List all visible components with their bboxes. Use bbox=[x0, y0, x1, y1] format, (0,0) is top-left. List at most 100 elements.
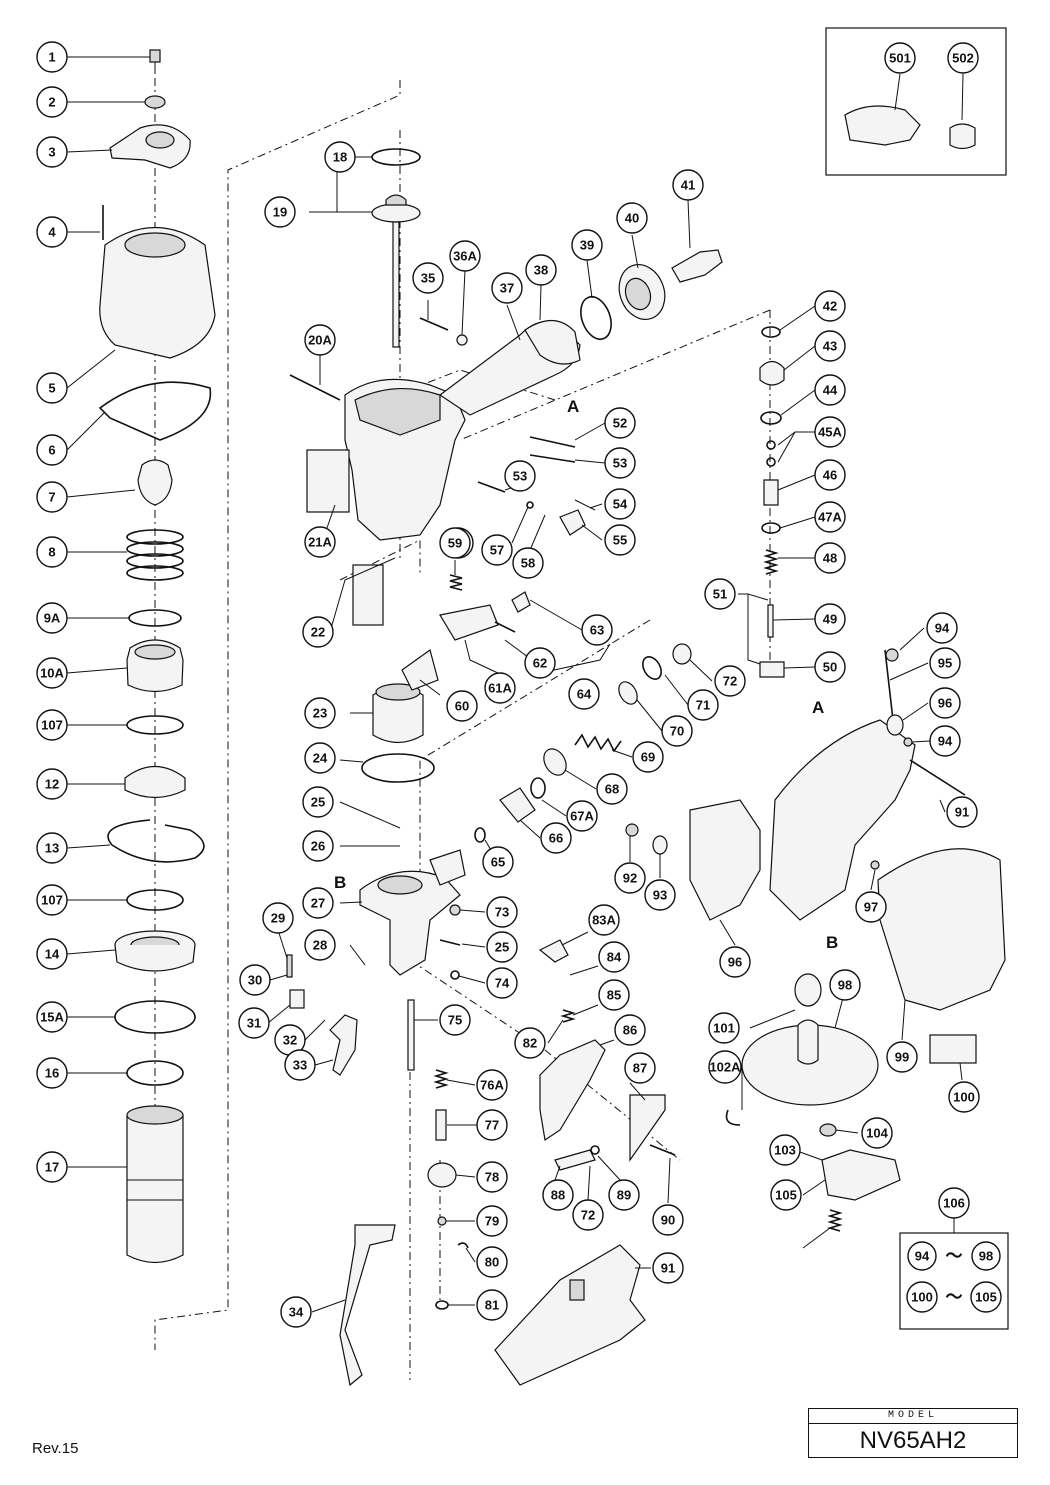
part-number-label: 8 bbox=[48, 545, 55, 560]
callout-part-55: 55 bbox=[604, 524, 636, 556]
callout-part-91: 91 bbox=[946, 796, 978, 828]
part-number-label: 76A bbox=[480, 1078, 504, 1093]
callout-part-25: 25 bbox=[486, 931, 518, 963]
callout-part-28: 28 bbox=[304, 929, 336, 961]
part-number-label: 62 bbox=[533, 656, 547, 671]
callout-part-46: 46 bbox=[814, 459, 846, 491]
callout-part-23: 23 bbox=[304, 697, 336, 729]
part-number-label: 102A bbox=[709, 1060, 741, 1075]
part-number-label: 30 bbox=[248, 973, 262, 988]
callout-part-68: 68 bbox=[596, 773, 628, 805]
part-number-label: 41 bbox=[681, 178, 695, 193]
part-number-label: 18 bbox=[333, 150, 347, 165]
callout-part-31: 31 bbox=[238, 1007, 270, 1039]
callout-part-94: 94 bbox=[926, 612, 958, 644]
part-number-label: 105 bbox=[775, 1188, 797, 1203]
part-number-label: 71 bbox=[696, 698, 710, 713]
model-box: MODEL NV65AH2 bbox=[808, 1408, 1018, 1458]
callout-part-93: 93 bbox=[644, 879, 676, 911]
part-number-label: 99 bbox=[895, 1050, 909, 1065]
callout-part-92: 92 bbox=[614, 862, 646, 894]
part-number-label: 79 bbox=[485, 1214, 499, 1229]
part-number-label: 17 bbox=[45, 1160, 59, 1175]
callout-set-from-2: 100 bbox=[906, 1281, 938, 1313]
callout-part-107: 107 bbox=[36, 884, 68, 916]
part-number-label: 9A bbox=[44, 611, 61, 626]
part-number-label: 93 bbox=[653, 888, 667, 903]
part-number-label: 45A bbox=[818, 425, 842, 440]
callout-part-91: 91 bbox=[652, 1252, 684, 1284]
callout-part-5: 5 bbox=[36, 372, 68, 404]
callout-part-53: 53 bbox=[604, 447, 636, 479]
callout-part-8: 8 bbox=[36, 536, 68, 568]
callout-part-67a: 67A bbox=[566, 800, 598, 832]
part-number-label: 37 bbox=[500, 281, 514, 296]
part-number-label: 1 bbox=[48, 50, 55, 65]
part-number-label: 54 bbox=[613, 497, 628, 512]
callout-part-100: 100 bbox=[948, 1081, 980, 1113]
part-number-label: 90 bbox=[661, 1213, 675, 1228]
part-number-label: 78 bbox=[485, 1170, 499, 1185]
callout-part-88: 88 bbox=[542, 1179, 574, 1211]
callout-part-98: 98 bbox=[829, 969, 861, 1001]
callout-part-29: 29 bbox=[262, 902, 294, 934]
tilde-2: 〜 bbox=[946, 1288, 963, 1307]
callout-part-54: 54 bbox=[604, 488, 636, 520]
callout-part-44: 44 bbox=[814, 374, 846, 406]
part-number-label: 75 bbox=[448, 1013, 462, 1028]
part-number-label: 43 bbox=[823, 339, 837, 354]
svg-text:105: 105 bbox=[975, 1290, 997, 1305]
part-number-label: 107 bbox=[41, 718, 63, 733]
callout-part-15a: 15A bbox=[36, 1001, 68, 1033]
callout-part-3: 3 bbox=[36, 136, 68, 168]
callout-part-81: 81 bbox=[476, 1289, 508, 1321]
part-number-label: 53 bbox=[513, 469, 527, 484]
part-number-label: 91 bbox=[955, 805, 969, 820]
part-number-label: 94 bbox=[938, 734, 953, 749]
part-number-label: 63 bbox=[590, 623, 604, 638]
callout-part-74: 74 bbox=[486, 967, 518, 999]
callout-part-33: 33 bbox=[284, 1049, 316, 1081]
callout-part-45a: 45A bbox=[814, 416, 846, 448]
part-number-label: 39 bbox=[580, 238, 594, 253]
callout-part-76a: 76A bbox=[476, 1069, 508, 1101]
callout-part-104: 104 bbox=[861, 1117, 893, 1149]
callout-part-47a: 47A bbox=[814, 501, 846, 533]
callout-part-96: 96 bbox=[719, 946, 751, 978]
callout-part-58: 58 bbox=[512, 547, 544, 579]
callout-part-41: 41 bbox=[672, 169, 704, 201]
part-number-label: 87 bbox=[633, 1061, 647, 1076]
part-number-label: 2 bbox=[48, 95, 55, 110]
part-number-label: 53 bbox=[613, 456, 627, 471]
callout-part-66: 66 bbox=[540, 822, 572, 854]
part-number-label: 19 bbox=[273, 205, 287, 220]
callout-part-53: 53 bbox=[504, 460, 536, 492]
part-number-label: 47A bbox=[818, 510, 842, 525]
part-number-label: 58 bbox=[521, 556, 535, 571]
callout-part-36a: 36A bbox=[449, 240, 481, 272]
callout-part-9a: 9A bbox=[36, 602, 68, 634]
part-number-label: 85 bbox=[607, 988, 621, 1003]
callout-part-40: 40 bbox=[616, 202, 648, 234]
callout-part-42: 42 bbox=[814, 290, 846, 322]
callout-part-87: 87 bbox=[624, 1052, 656, 1084]
set-box-row-1: 94 〜 98 bbox=[907, 1241, 1001, 1271]
callout-part-19: 19 bbox=[264, 196, 296, 228]
callout-part-85: 85 bbox=[598, 979, 630, 1011]
part-number-label: 67A bbox=[570, 809, 594, 824]
callout-part-13: 13 bbox=[36, 832, 68, 864]
part-number-label: 44 bbox=[823, 383, 838, 398]
ref-mark-a: A bbox=[567, 397, 579, 416]
part-number-label: 502 bbox=[952, 51, 974, 66]
ref-mark-b: B bbox=[334, 873, 346, 892]
callout-501: 501 bbox=[884, 42, 916, 74]
set-box bbox=[899, 1217, 1009, 1330]
part-number-label: 28 bbox=[313, 938, 327, 953]
callout-part-101: 101 bbox=[708, 1012, 740, 1044]
svg-text:94: 94 bbox=[915, 1249, 930, 1264]
part-number-label: 49 bbox=[823, 612, 837, 627]
part-number-label: 106 bbox=[943, 1196, 965, 1211]
set-box-row-2: 100 〜 105 bbox=[906, 1281, 1002, 1313]
part-number-label: 32 bbox=[283, 1033, 297, 1048]
callout-part-65: 65 bbox=[482, 846, 514, 878]
